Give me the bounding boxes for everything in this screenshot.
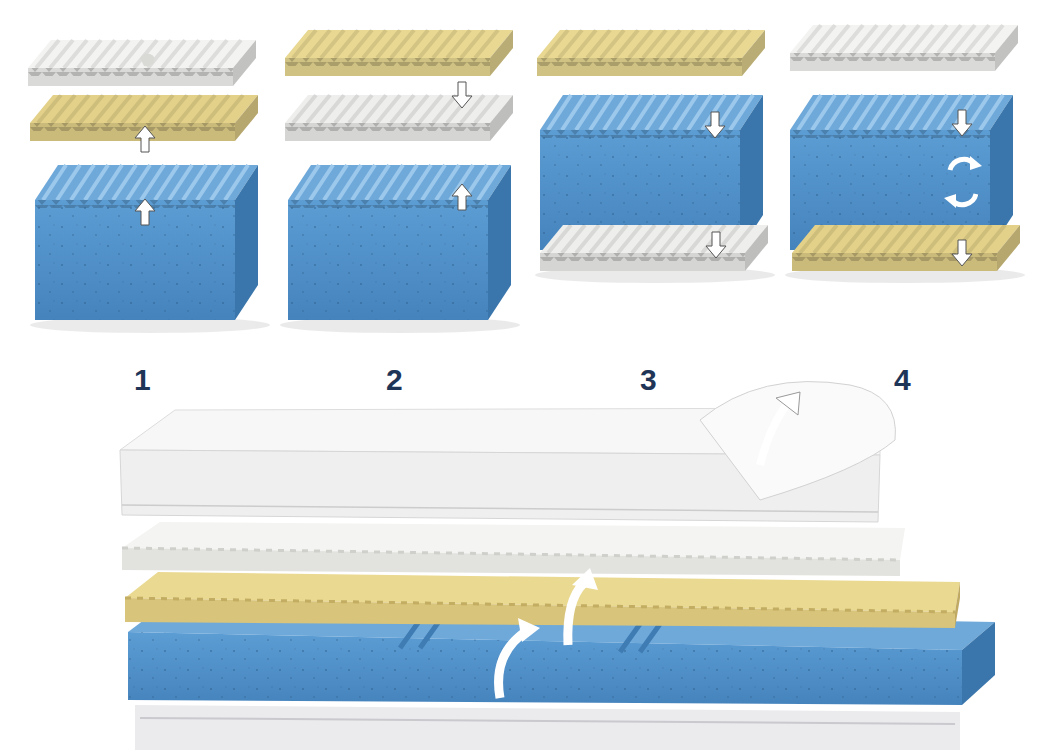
yellow-wave — [125, 598, 955, 612]
flap-arrowhead — [776, 392, 800, 415]
yellow-layer-front — [125, 598, 955, 628]
white-layer — [285, 95, 513, 141]
white-layer — [28, 40, 256, 86]
base-cover — [135, 705, 960, 750]
mattress — [120, 382, 995, 750]
blue-layer-side — [962, 622, 995, 705]
arrow-down — [706, 232, 726, 258]
yellow-layer — [537, 30, 765, 76]
yellow-layer — [285, 30, 513, 76]
stack-2 — [285, 30, 513, 320]
rotate-head — [970, 156, 982, 170]
yellow-layer-side — [955, 582, 960, 628]
flap-arrow — [760, 400, 790, 465]
blue-layer-front — [128, 632, 962, 705]
white-layer-front — [122, 548, 900, 576]
callout-number: 3 — [640, 363, 657, 397]
yellow-layer — [792, 225, 1020, 271]
blue-foam-block — [35, 165, 258, 320]
base-seam — [140, 718, 955, 724]
lift-arrow — [568, 583, 584, 645]
stack-4 — [790, 25, 1020, 271]
rotate-head — [944, 194, 956, 208]
arrow-up — [452, 184, 472, 210]
arrow-up — [135, 199, 155, 225]
cover-flap — [700, 382, 895, 500]
white-layer — [790, 25, 1018, 71]
blue-layer-speckle — [128, 632, 962, 705]
stack-1 — [28, 40, 258, 320]
hand-print — [140, 54, 155, 67]
arrow-down — [952, 110, 972, 136]
stack-3 — [537, 30, 768, 271]
arrow-down — [452, 82, 472, 108]
white-wave — [122, 548, 900, 560]
arrow-down — [705, 112, 725, 138]
white-layer — [540, 225, 768, 271]
blue-foam-block — [288, 165, 511, 320]
callout-number: 2 — [386, 363, 403, 397]
lift-arrowhead — [518, 618, 540, 642]
arrow-up — [135, 126, 155, 152]
lift-arrowhead — [572, 568, 598, 590]
arrow-down — [952, 240, 972, 266]
callout-number: 1 — [134, 363, 151, 397]
callout-number: 4 — [894, 363, 911, 397]
cover-zipper — [122, 505, 878, 512]
